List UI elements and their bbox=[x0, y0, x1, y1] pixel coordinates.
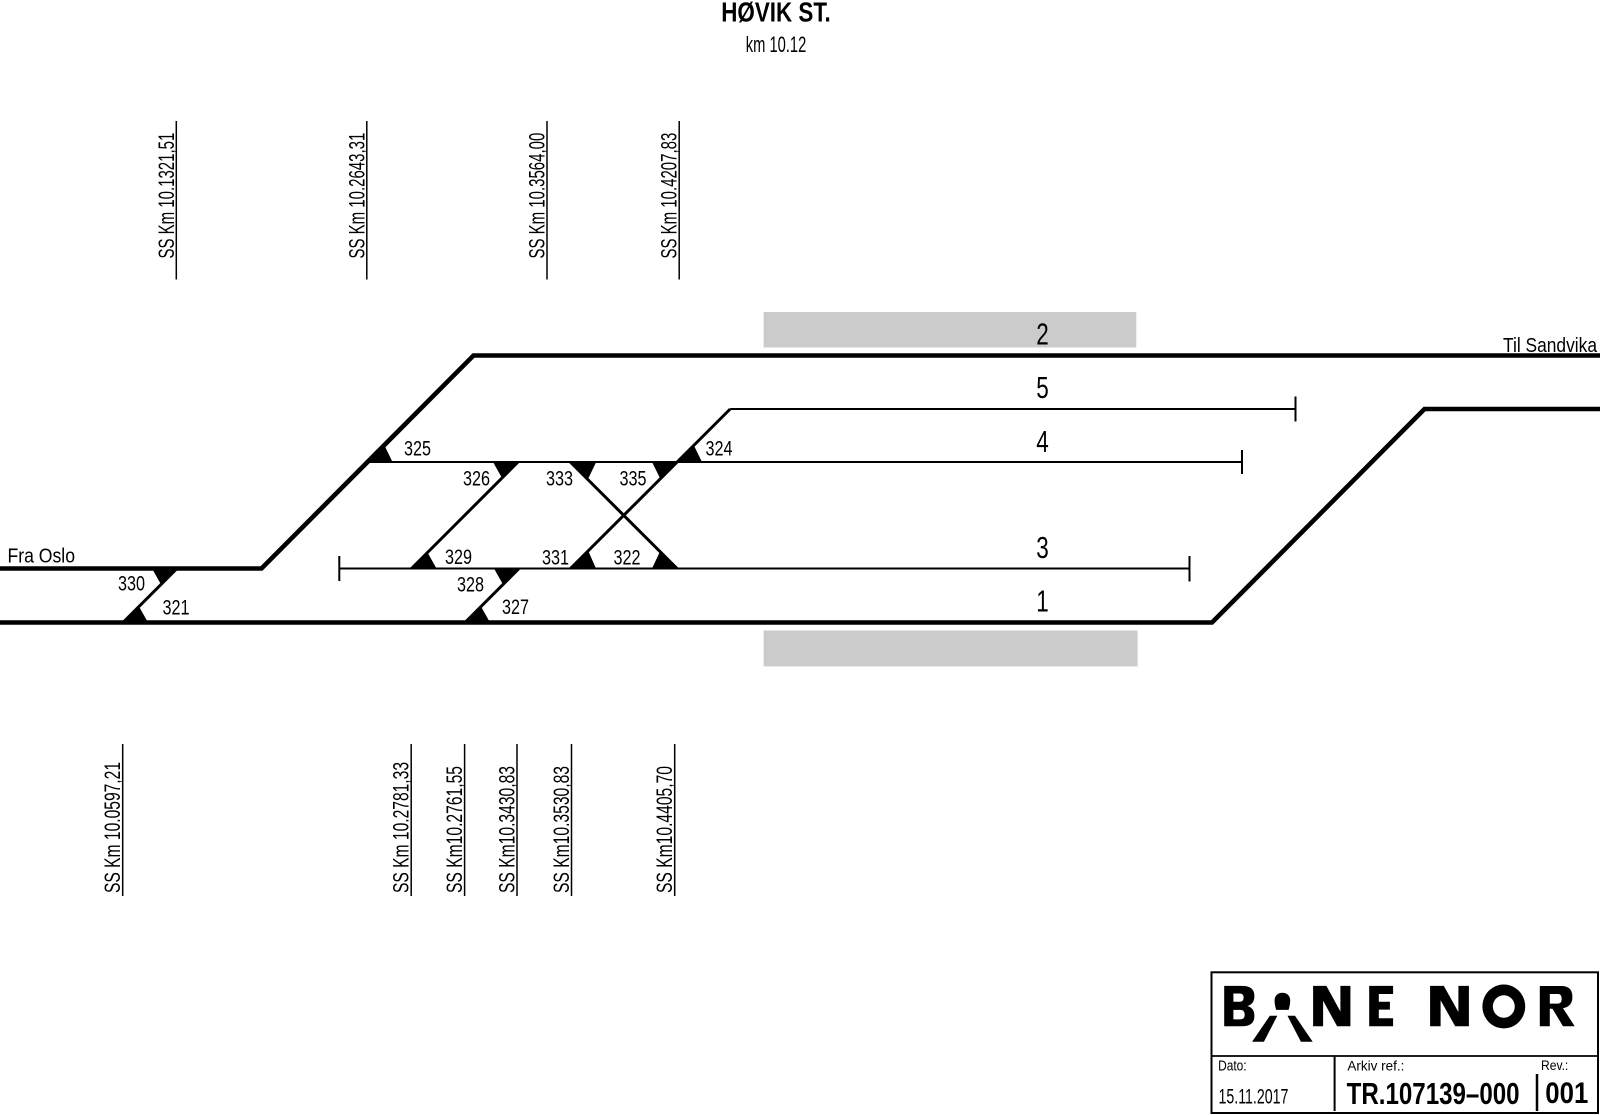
svg-text:SS Km 10.3564,00: SS Km 10.3564,00 bbox=[525, 133, 550, 259]
svg-text:321: 321 bbox=[163, 596, 190, 619]
svg-text:SS Km 10.2643,31: SS Km 10.2643,31 bbox=[344, 133, 369, 259]
svg-text:325: 325 bbox=[404, 438, 431, 461]
svg-text:330: 330 bbox=[118, 572, 145, 595]
svg-text:2: 2 bbox=[1036, 318, 1049, 352]
svg-text:SS Km10.4405,70: SS Km10.4405,70 bbox=[652, 766, 677, 893]
svg-text:SS Km 10.4207,83: SS Km 10.4207,83 bbox=[657, 133, 682, 259]
svg-text:15.11.2017: 15.11.2017 bbox=[1219, 1083, 1289, 1108]
svg-text:001: 001 bbox=[1545, 1077, 1588, 1110]
svg-text:SS Km10.2761,55: SS Km10.2761,55 bbox=[442, 766, 467, 893]
svg-text:HØVIK ST.: HØVIK ST. bbox=[721, 0, 831, 28]
svg-text:Dato:: Dato: bbox=[1218, 1058, 1247, 1074]
svg-text:4: 4 bbox=[1036, 425, 1049, 459]
svg-text:327: 327 bbox=[502, 596, 529, 619]
svg-text:Fra Oslo: Fra Oslo bbox=[8, 545, 76, 568]
svg-text:1: 1 bbox=[1036, 585, 1049, 619]
svg-text:5: 5 bbox=[1036, 371, 1049, 405]
svg-text:326: 326 bbox=[463, 467, 490, 490]
svg-text:SS Km 10.0597,21: SS Km 10.0597,21 bbox=[100, 762, 125, 893]
svg-text:SS Km 10.1321,51: SS Km 10.1321,51 bbox=[154, 133, 179, 259]
svg-text:328: 328 bbox=[457, 573, 484, 596]
svg-text:322: 322 bbox=[614, 546, 641, 569]
svg-text:Til Sandvika: Til Sandvika bbox=[1503, 334, 1597, 357]
svg-text:km 10.12: km 10.12 bbox=[746, 32, 807, 57]
svg-text:TR.107139–000: TR.107139–000 bbox=[1347, 1077, 1520, 1111]
svg-text:SS Km10.3430,83: SS Km10.3430,83 bbox=[495, 766, 520, 893]
svg-text:335: 335 bbox=[620, 467, 647, 490]
svg-text:SS Km 10.2781,33: SS Km 10.2781,33 bbox=[389, 762, 414, 893]
svg-text:324: 324 bbox=[706, 438, 733, 461]
svg-text:331: 331 bbox=[542, 546, 569, 569]
svg-text:Rev.:: Rev.: bbox=[1541, 1058, 1568, 1073]
svg-text:333: 333 bbox=[546, 467, 573, 490]
svg-text:329: 329 bbox=[445, 546, 472, 569]
svg-text:SS Km10.3530,83: SS Km10.3530,83 bbox=[549, 766, 574, 893]
svg-text:3: 3 bbox=[1036, 531, 1049, 565]
svg-text:Arkiv ref.:: Arkiv ref.: bbox=[1347, 1059, 1404, 1074]
